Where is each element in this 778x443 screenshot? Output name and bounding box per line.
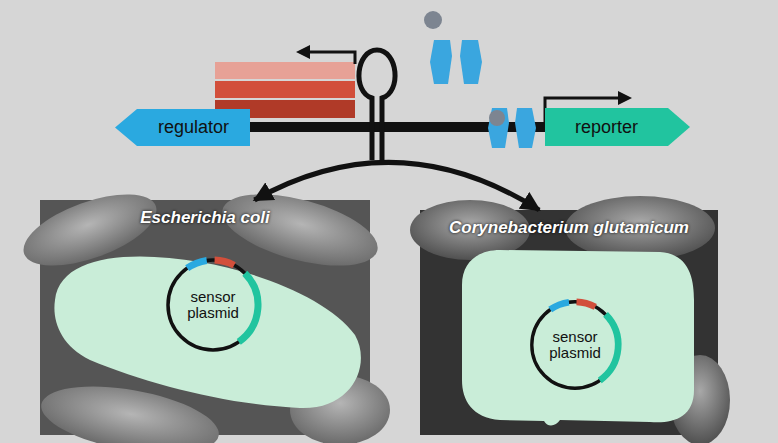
- plasmid-backbone: [168, 260, 258, 350]
- cglutamicum-photo: [410, 196, 730, 443]
- plasmid-backbone: [532, 302, 618, 388]
- plasmid-label: sensor plasmid: [538, 329, 612, 361]
- arrow-fill: [115, 109, 250, 146]
- plasmid-label: sensor plasmid: [176, 289, 250, 321]
- plasmid-segment: [187, 260, 207, 268]
- species-title: Corynebacterium glutamicum: [420, 218, 718, 238]
- photo-panel: Corynebacterium glutamicum sensor plasmid: [420, 210, 718, 435]
- gene-arrow: regulator: [115, 109, 250, 146]
- gene-arrow: reporter: [545, 108, 690, 146]
- ecoli-photo: [15, 180, 390, 443]
- plasmid-circle: sensor plasmid: [527, 297, 623, 393]
- arrow-fill: [545, 108, 690, 146]
- transfer-arrow: [255, 162, 540, 210]
- plasmid-segment: [215, 260, 235, 265]
- gene-label: reporter: [575, 117, 638, 138]
- photo-panel: Escherichia coli sensor plasmid: [40, 200, 370, 435]
- plasmid-segment: [550, 302, 569, 309]
- gene-label: regulator: [158, 117, 229, 138]
- plasmid-segment: [577, 302, 596, 307]
- species-title: Escherichia coli: [40, 208, 370, 228]
- plasmid-circle: sensor plasmid: [163, 255, 263, 355]
- plasmid-segment: [239, 273, 258, 342]
- plasmid-segment: [600, 314, 618, 380]
